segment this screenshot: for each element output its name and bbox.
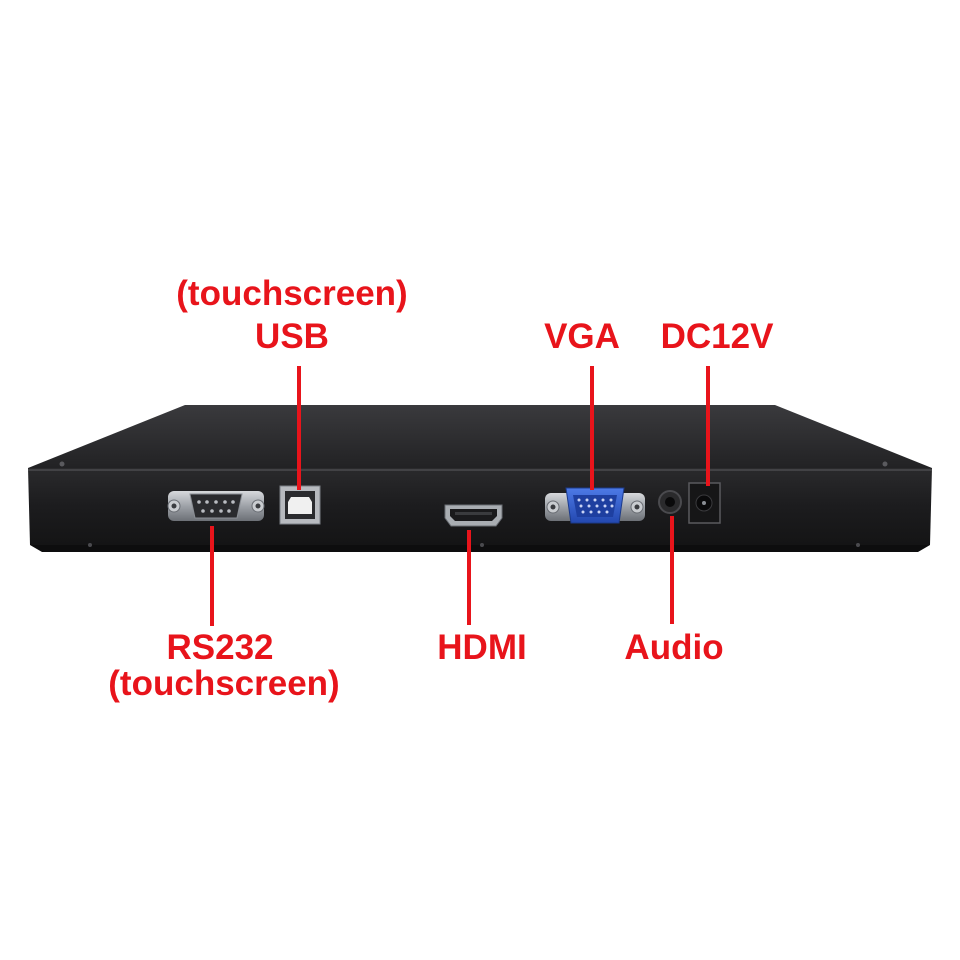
usb-caption: USB — [255, 317, 329, 356]
rs232-port — [167, 491, 265, 521]
enclosure-top-face — [28, 405, 932, 468]
screw-icon — [88, 543, 92, 547]
dc-leader-line — [706, 366, 710, 486]
hdmi-caption: HDMI — [437, 628, 527, 667]
vga-caption: VGA — [544, 317, 620, 356]
audio-jack — [658, 490, 682, 514]
audio-leader-line — [670, 516, 674, 624]
usb-b-port — [279, 485, 321, 525]
rs232-caption-touchscreen: (touchscreen) — [108, 664, 340, 703]
usb-leader-line — [297, 366, 301, 490]
enclosure-bottom-lip — [30, 545, 930, 552]
hdmi-leader-line — [467, 530, 471, 625]
usb-caption-touchscreen: (touchscreen) — [176, 274, 408, 313]
dc-power-jack — [688, 482, 721, 524]
monitor-enclosure — [28, 405, 932, 552]
rs232-caption: RS232 — [166, 628, 274, 667]
vga-leader-line — [590, 366, 594, 490]
audio-caption: Audio — [624, 628, 724, 667]
screw-icon — [882, 461, 888, 467]
rs232-leader-line — [210, 526, 214, 626]
screw-icon — [856, 543, 860, 547]
screw-icon — [480, 543, 484, 547]
screw-icon — [59, 461, 65, 467]
dc12v-caption: DC12V — [660, 317, 774, 356]
hdmi-port — [444, 504, 503, 527]
vga-port — [545, 487, 645, 524]
